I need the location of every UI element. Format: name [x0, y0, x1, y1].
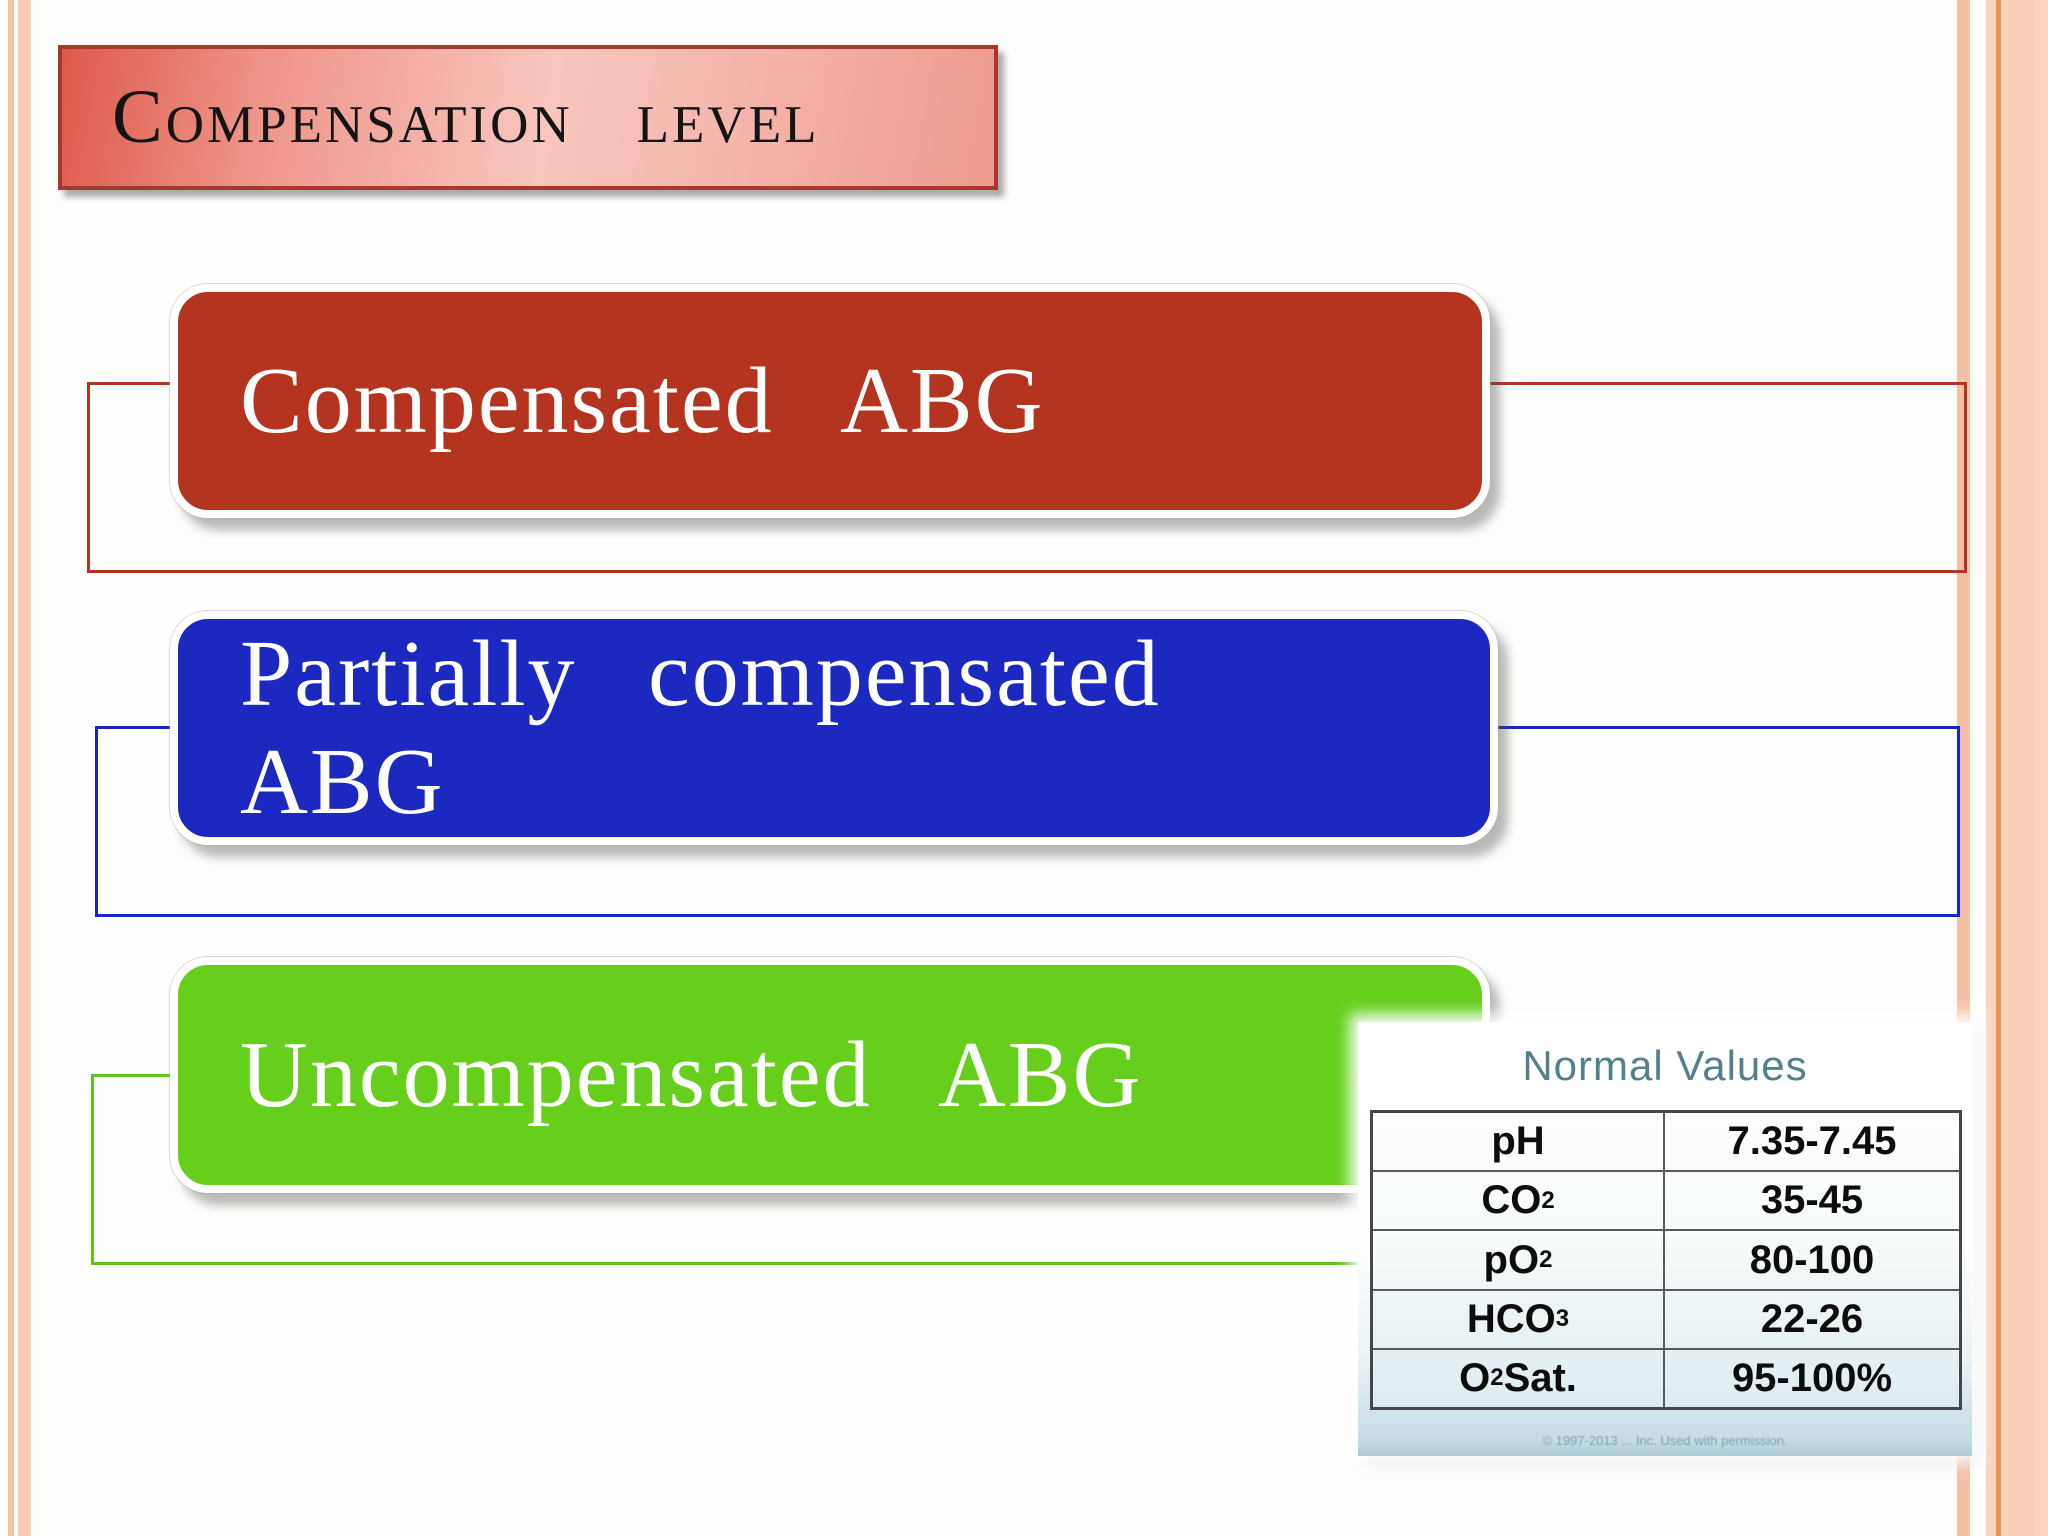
table-cell-value: 22-26: [1663, 1290, 1959, 1348]
slide-title: Compensation level: [112, 75, 820, 159]
left-border-stripe-outer: [8, 0, 14, 1536]
box-compensated-abg-label: Compensated ABG: [240, 348, 1045, 453]
table-cell-value: 35-45: [1663, 1172, 1959, 1230]
normal-values-title: Normal Values: [1522, 1042, 1808, 1089]
table-cell-value: 95-100%: [1663, 1349, 1959, 1408]
box-partially-compensated-abg: Partially compensated ABG: [170, 611, 1498, 845]
table-row: pH 7.35-7.45: [1373, 1113, 1959, 1171]
right-border-band-shade: [2008, 0, 2034, 1536]
right-border-band: [1986, 0, 2048, 1536]
box-compensated-abg: Compensated ABG: [170, 284, 1490, 518]
table-cell-label: pH: [1373, 1113, 1663, 1170]
label-main: HCO: [1466, 1296, 1556, 1341]
label-tail: Sat.: [1503, 1355, 1577, 1400]
slide-title-box: Compensation level: [58, 45, 998, 190]
label-main: pO: [1483, 1237, 1540, 1282]
left-border-stripe-inner: [18, 0, 31, 1536]
table-cell-value: 7.35-7.45: [1663, 1113, 1959, 1171]
label-main: pH: [1491, 1119, 1545, 1164]
right-border-accent-line: [1996, 0, 2001, 1536]
label-main: O: [1459, 1355, 1491, 1400]
copyright-note: © 1997-2013 ... Inc. Used with permissio…: [1542, 1433, 1788, 1448]
table-cell-value: 80-100: [1663, 1231, 1959, 1289]
box-uncompensated-abg: Uncompensated ABG: [170, 957, 1490, 1193]
box-uncompensated-abg-label: Uncompensated ABG: [240, 1022, 1143, 1127]
box-partially-compensated-abg-label: Partially compensated ABG: [240, 621, 1161, 834]
label-main: CO: [1481, 1178, 1542, 1223]
